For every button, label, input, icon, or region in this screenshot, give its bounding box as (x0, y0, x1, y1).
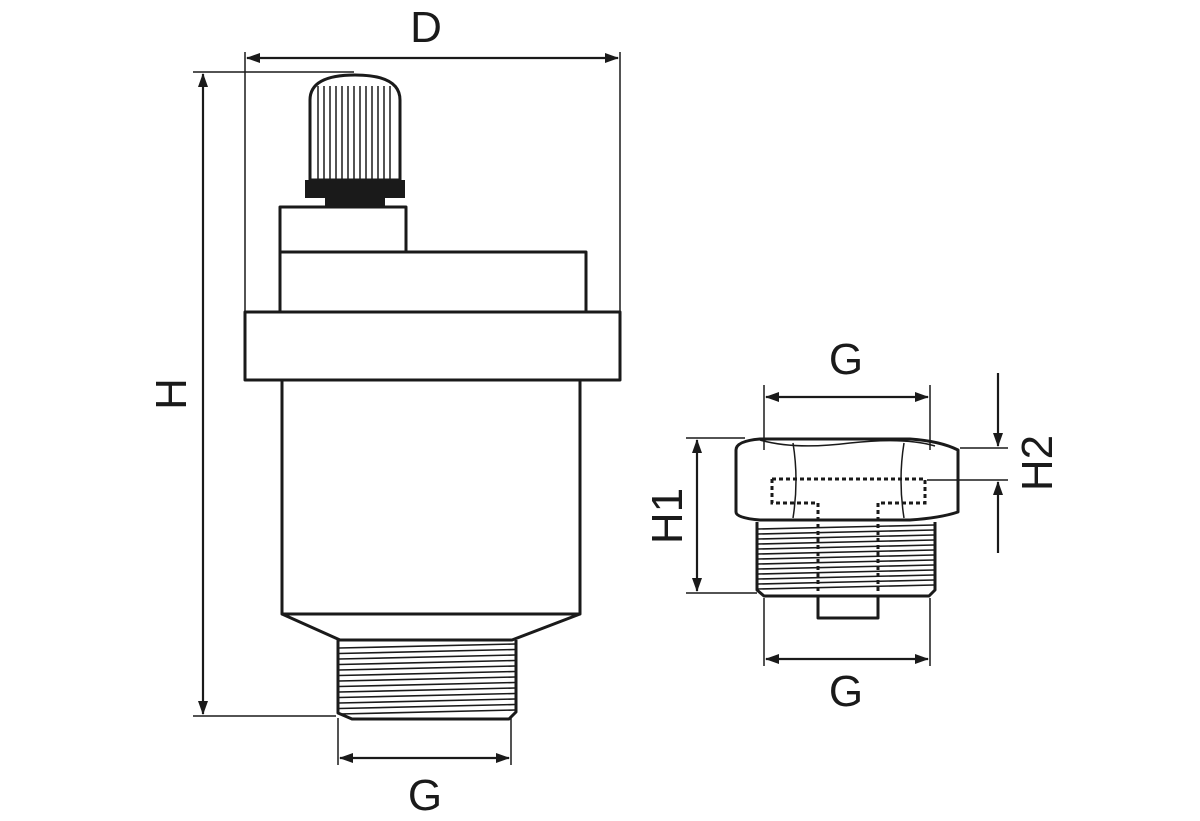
body-flange (243, 310, 622, 382)
adapter-thread (755, 522, 937, 598)
thread-line (757, 529, 935, 535)
thread-line (757, 539, 935, 545)
label-g-top: G (829, 335, 863, 384)
thread-line (757, 569, 935, 575)
thread-line (338, 648, 516, 655)
thread-line (338, 687, 516, 693)
hex-nut (734, 437, 960, 522)
adapter-extension-lines (686, 385, 1008, 666)
upper-body (278, 250, 588, 314)
thread-line (338, 703, 516, 710)
hex-top-chamfer (759, 439, 936, 447)
thread-line (338, 659, 516, 666)
thread-line (757, 564, 935, 570)
thread-line (338, 709, 516, 715)
extension-lines (193, 52, 621, 765)
cap-collar (305, 180, 405, 198)
thread-line (757, 574, 935, 580)
label-h2: H2 (1013, 435, 1062, 491)
hex-adapter (734, 437, 960, 620)
main-body (280, 378, 582, 616)
label-d: D (410, 3, 442, 52)
bottom-thread (336, 640, 518, 721)
label-h1: H1 (643, 488, 692, 544)
thread-line (757, 579, 935, 585)
thread-line (338, 681, 516, 688)
body-taper (281, 612, 581, 642)
thread-line (757, 544, 935, 550)
air-vent-valve (243, 73, 622, 721)
thread-line (757, 554, 935, 560)
cap-seat (278, 205, 408, 254)
thread-line (757, 549, 935, 555)
thread-line (757, 559, 935, 565)
adapter-spigot (816, 596, 880, 620)
thread-line (338, 665, 516, 671)
vent-cap (305, 73, 405, 206)
label-g-main: G (408, 771, 442, 820)
label-g-bottom: G (829, 667, 863, 716)
cap-knurling (317, 86, 391, 180)
thread-line (338, 643, 516, 649)
thread-line (338, 670, 516, 677)
label-h: H (147, 378, 196, 410)
thread-line (338, 698, 516, 704)
cap-stem (325, 198, 385, 206)
thread-line (757, 534, 935, 540)
thread-line (338, 692, 516, 699)
thread-line (338, 654, 516, 660)
thread-line (757, 524, 935, 530)
thread-line (757, 584, 935, 590)
thread-line (338, 676, 516, 682)
